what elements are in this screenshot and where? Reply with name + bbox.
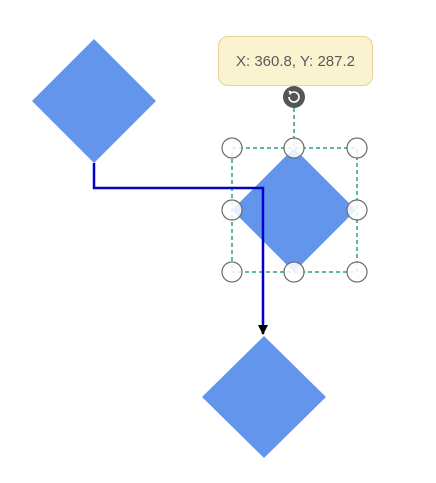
- rotate-handle-circle[interactable]: [283, 86, 305, 108]
- rotate-icon: [288, 90, 300, 103]
- resize-handle-top-left[interactable]: [221, 137, 243, 159]
- resize-handle-bottom-right[interactable]: [346, 261, 368, 283]
- diamond-top-left[interactable]: [32, 39, 156, 163]
- diamond-bottom[interactable]: [202, 336, 326, 458]
- connector-line[interactable]: [92, 163, 268, 335]
- diamond-selected[interactable]: [232, 148, 356, 272]
- resize-handle-top-right[interactable]: [346, 137, 368, 159]
- coordinates-tooltip: X: 360.8, Y: 287.2: [218, 36, 373, 86]
- resize-handle-middle-right[interactable]: [346, 199, 368, 221]
- resize-handle-top-center[interactable]: [283, 137, 305, 159]
- resize-handle-middle-left[interactable]: [221, 199, 243, 221]
- resize-handles[interactable]: [221, 137, 368, 283]
- resize-handle-bottom-center[interactable]: [283, 261, 305, 283]
- rotate-handle[interactable]: [283, 86, 305, 108]
- resize-handle-bottom-left[interactable]: [221, 261, 243, 283]
